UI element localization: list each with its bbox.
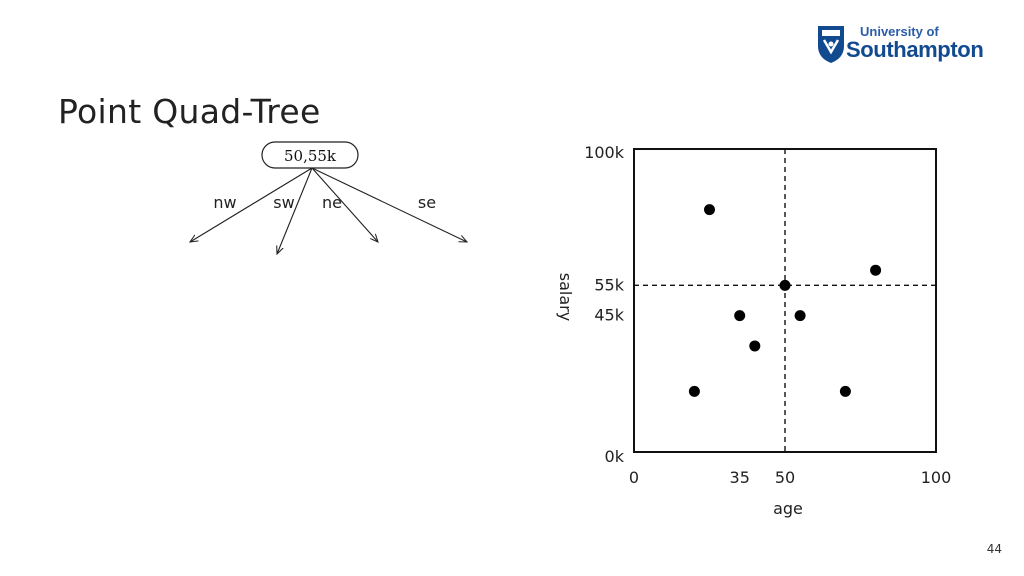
- tree-root-label: 50,55k: [284, 147, 337, 165]
- tree-root-node: [261, 141, 359, 169]
- x-tick-label-2: 50: [775, 468, 795, 487]
- data-point-7: [839, 385, 851, 397]
- tree-edge-se: [311, 167, 467, 242]
- page-number: 44: [986, 542, 1002, 556]
- quad-tree: 50,55k nw sw ne se: [190, 141, 467, 254]
- branch-label-se: se: [418, 193, 436, 212]
- y-tick-label-0: 0k: [605, 447, 625, 466]
- tree-edge-ne: [311, 167, 378, 242]
- tree-edge-sw: [277, 167, 313, 254]
- y-tick-label-1: 45k: [594, 306, 624, 325]
- data-points: [688, 204, 882, 397]
- x-axis-label: age: [773, 499, 803, 518]
- data-point-4: [794, 310, 806, 322]
- scatter-plot: 0 35 50 100 0k 45k 55k 100k age salary: [556, 143, 951, 518]
- branch-label-ne: ne: [322, 193, 342, 212]
- university-logo: University of Southampton: [816, 24, 994, 66]
- data-point-1: [870, 264, 882, 276]
- x-tick-labels: 0 35 50 100: [629, 468, 951, 487]
- data-point-0: [704, 204, 715, 216]
- x-tick-label-1: 35: [730, 468, 750, 487]
- x-tick-label-3: 100: [921, 468, 952, 487]
- y-tick-labels: 0k 45k 55k 100k: [584, 143, 625, 466]
- y-tick-label-2: 55k: [594, 275, 624, 294]
- y-axis-label: salary: [556, 273, 575, 321]
- y-tick-label-3: 100k: [584, 143, 625, 162]
- slide-title: Point Quad-Tree: [58, 92, 321, 131]
- logo-line-2: Southampton: [846, 37, 984, 62]
- logo-line-1: University of: [860, 24, 939, 39]
- data-point-5: [749, 340, 761, 352]
- data-point-2: [779, 279, 791, 291]
- x-tick-label-0: 0: [629, 468, 639, 487]
- data-point-6: [688, 385, 700, 397]
- shield-icon: [818, 26, 844, 63]
- tree-edge-nw: [190, 167, 313, 242]
- branch-label-sw: sw: [273, 193, 294, 212]
- data-point-3: [734, 310, 746, 322]
- branch-label-nw: nw: [213, 193, 236, 212]
